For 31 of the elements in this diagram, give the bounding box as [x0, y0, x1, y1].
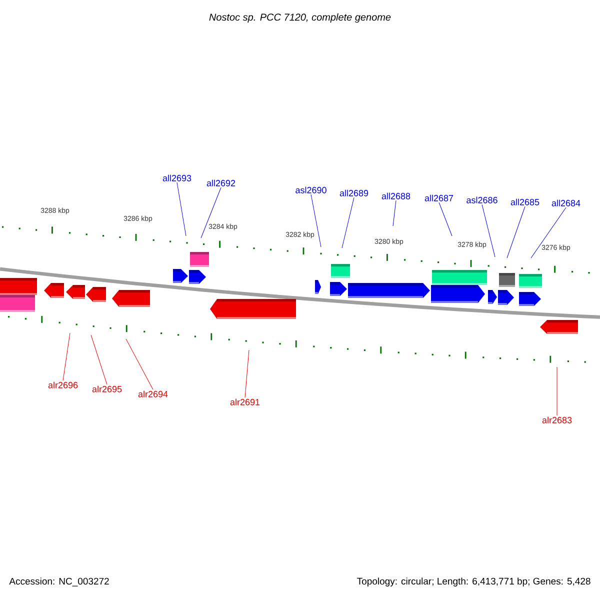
gene-label: alr2691: [230, 398, 260, 406]
gene-label: all2687: [424, 194, 454, 202]
title: Nostoc sp. PCC 7120, complete genome: [209, 13, 391, 23]
gene-label: alr2696: [48, 382, 78, 388]
gene-label: all2693: [162, 174, 192, 182]
leader-line: [482, 204, 496, 258]
gene-label: all2685: [510, 198, 540, 206]
leader-line: [438, 202, 452, 236]
footer-text: Accession: NC_003272: [9, 578, 109, 586]
leader-line: [556, 366, 558, 416]
leader-line: [90, 334, 108, 385]
gene-label: all2692: [206, 180, 236, 186]
leader-line: [310, 194, 322, 248]
gene-label: alr2695: [92, 386, 122, 392]
leader-line: [244, 350, 250, 398]
leader-line: [62, 332, 70, 381]
gene-label: asl2686: [466, 196, 498, 204]
leader-line: [342, 197, 354, 248]
gene-label: alr2683: [542, 416, 572, 424]
leader-line: [506, 206, 526, 258]
gene-label: all2688: [382, 192, 410, 200]
leader-line: [126, 338, 154, 390]
gene-label: all2689: [340, 190, 368, 196]
leader-line: [176, 182, 186, 236]
leader-line: [200, 187, 222, 238]
gene-label: asl2690: [296, 186, 326, 194]
leader-line: [530, 207, 566, 258]
gene-label: all2684: [552, 200, 580, 206]
footer-text: Topology: circular; Length: 6,413,771 bp; Genes: 5,428: [357, 578, 590, 586]
leader-line: [392, 200, 396, 226]
gene-label: alr2694: [138, 390, 168, 398]
